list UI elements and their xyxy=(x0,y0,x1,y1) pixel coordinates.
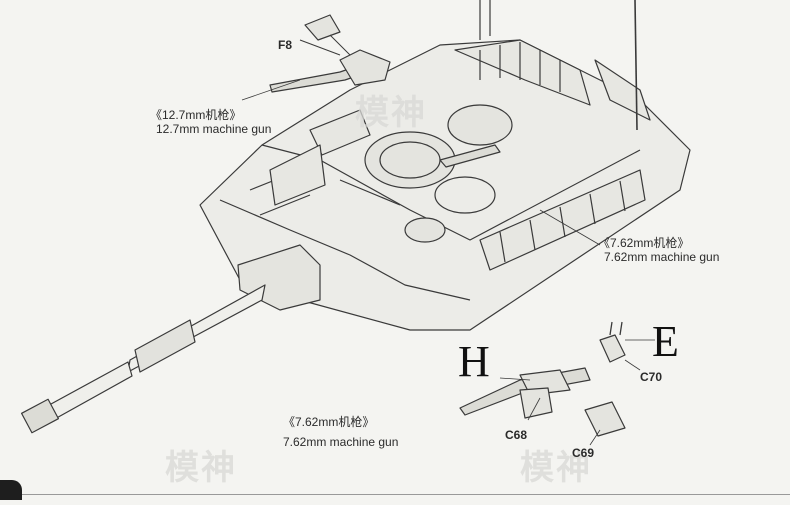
part-c70 xyxy=(599,334,626,363)
part-label-c68: C68 xyxy=(505,428,528,442)
watermark-3: 模神 xyxy=(520,449,592,487)
muzzle-tip xyxy=(20,398,60,434)
loader-hatch xyxy=(447,104,513,146)
callout-h: H xyxy=(458,337,490,386)
mg127-label-cn: 《12.7mm机枪》 xyxy=(150,108,242,122)
mg127-label-en: 12.7mm machine gun xyxy=(156,122,272,136)
mg762-left-label-cn: 《7.62mm机枪》 xyxy=(283,415,375,429)
footer-line xyxy=(0,494,790,495)
part-c69 xyxy=(584,401,626,437)
mg762-right-gun xyxy=(439,144,501,168)
watermark-1: 模神 xyxy=(355,94,427,132)
page-marker xyxy=(0,480,22,500)
watermark-2: 模神 xyxy=(165,449,237,487)
mg762-right-label-en: 7.62mm machine gun xyxy=(604,250,720,264)
antenna xyxy=(634,0,638,131)
mg762-right-label-cn: 《7.62mm机枪》 xyxy=(598,236,690,250)
part-label-f8: F8 xyxy=(278,38,293,52)
mg762-left-label-en: 7.62mm machine gun xyxy=(283,435,399,449)
part-c68 xyxy=(519,387,553,419)
part-label-c69: C69 xyxy=(572,446,595,460)
bore-evacuator xyxy=(134,319,196,373)
gunner-sight xyxy=(404,217,446,243)
part-label-c70: C70 xyxy=(640,370,663,384)
callout-e: E xyxy=(652,317,679,366)
